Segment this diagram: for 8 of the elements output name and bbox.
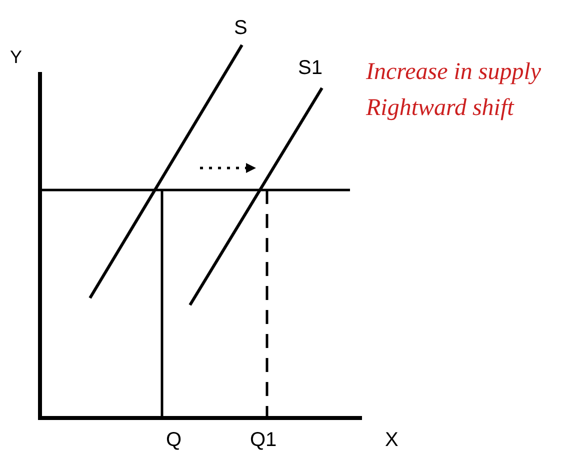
axis-label: X (385, 430, 398, 450)
curve-label: S (234, 18, 248, 38)
axis-tick-label: Q (166, 430, 182, 450)
annotation-text: Rightward shift (366, 96, 514, 120)
curve-label: S1 (298, 58, 322, 78)
axis-label: Y (10, 48, 22, 66)
axis-tick-label: Q1 (250, 430, 277, 450)
annotation-text: Increase in supply (366, 60, 542, 84)
